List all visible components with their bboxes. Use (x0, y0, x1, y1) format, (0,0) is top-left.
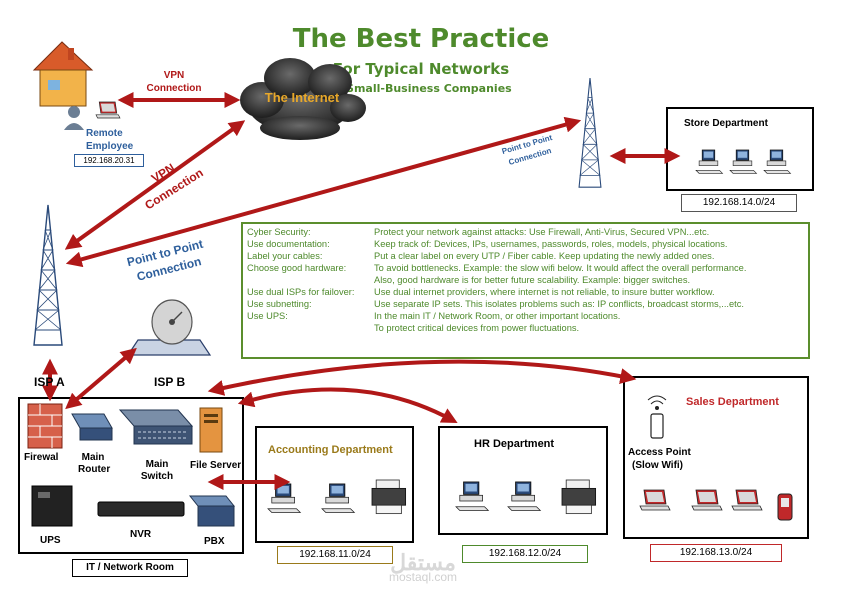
isp-b-label: ISP B (154, 375, 186, 389)
note-value: To avoid bottlenecks. Example: the slow … (374, 263, 747, 273)
firewall-icon (27, 403, 63, 449)
vpn-top-label-2: Connection (146, 83, 202, 94)
isp-b-arrow (65, 347, 137, 410)
note-key: Use documentation: (247, 239, 330, 249)
sales-ip: 192.168.13.0/24 (650, 544, 782, 562)
page-title: The Best Practice (292, 24, 550, 54)
note-value: To protect critical devices from power f… (374, 323, 580, 333)
isp-a-label: ISP A (34, 375, 65, 389)
note-key: Use UPS: (247, 311, 288, 321)
note-key: Label your cables: (247, 251, 323, 261)
switch-icon (118, 409, 194, 445)
it-sales-arrow (207, 359, 637, 396)
router-label: Main Router (78, 452, 111, 475)
watermark-latin: mostaql.com (388, 570, 458, 584)
ups-icon (31, 485, 73, 527)
file-server-icon (199, 407, 223, 453)
access-point-label-1: Access Point (628, 447, 691, 458)
sales-phone-icon (777, 493, 793, 521)
page-subsubtitle: In Small-Business Companies (330, 82, 512, 95)
hr-ip: 192.168.12.0/24 (462, 545, 588, 563)
ups-label: UPS (40, 535, 61, 546)
it-room-title: IT / Network Room (72, 559, 188, 577)
remote-laptop-icon (95, 101, 121, 119)
note-value: Use dual internet providers, where inter… (374, 287, 715, 297)
remote-label-line2: Employee (86, 141, 134, 152)
hr-title: HR Department (474, 438, 555, 450)
watermark-arabic: مستقل (390, 550, 456, 575)
sales-department-box (623, 376, 809, 539)
note-key: Use subnetting: (247, 299, 312, 309)
page-subtitle: For Typical Networks (332, 60, 510, 78)
accounting-ip: 192.168.11.0/24 (277, 546, 393, 564)
note-value: Protect your network against attacks: Us… (374, 227, 710, 237)
note-value: Put a clear label on every UTP / Fiber c… (374, 251, 715, 261)
pbx-icon (188, 495, 236, 527)
remote-label-line1: Remote (86, 128, 123, 139)
nvr-icon (97, 501, 185, 517)
access-point-icon (647, 395, 667, 439)
user-icon (64, 106, 84, 130)
note-key: Cyber Security: (247, 227, 311, 237)
vpn-top-label-1: VPN (163, 70, 185, 81)
store-ip: 192.168.14.0/24 (681, 194, 797, 212)
router-icon (71, 413, 113, 441)
sales-title: Sales Department (686, 396, 779, 408)
pbx-label: PBX (204, 536, 225, 547)
firewall-label: Firewal (24, 452, 59, 463)
note-key: Choose good hardware: (247, 263, 347, 273)
note-value: In the main IT / Network Room, or other … (374, 311, 621, 321)
note-value: Use separate IP sets. This isolates prob… (374, 299, 744, 309)
it-hr-arrow (237, 387, 458, 424)
satellite-dish-icon (126, 299, 212, 356)
best-practice-notes: Cyber Security: Protect your network agai… (241, 222, 810, 359)
tower-store-icon (578, 77, 602, 188)
note-value: Also, good hardware is for better future… (374, 275, 691, 285)
tower-isp-a-icon (33, 204, 63, 346)
store-title: Store Department (684, 118, 768, 129)
note-key: Use dual ISPs for failover: (247, 287, 355, 297)
nvr-label: NVR (130, 529, 152, 540)
store-department-box (666, 107, 814, 191)
note-value: Keep track of: Devices, IPs, usernames, … (374, 239, 728, 249)
remote-ip: 192.168.20.31 (74, 154, 144, 167)
accounting-title: Accounting Department (268, 444, 393, 456)
file-server-label: File Server (190, 460, 242, 471)
access-point-label-2: (Slow Wifi) (632, 460, 684, 471)
p2p-arrow-long (65, 116, 582, 268)
internet-label: The Internet (264, 90, 340, 105)
house-icon (32, 41, 94, 107)
switch-label: Main Switch (140, 459, 174, 482)
